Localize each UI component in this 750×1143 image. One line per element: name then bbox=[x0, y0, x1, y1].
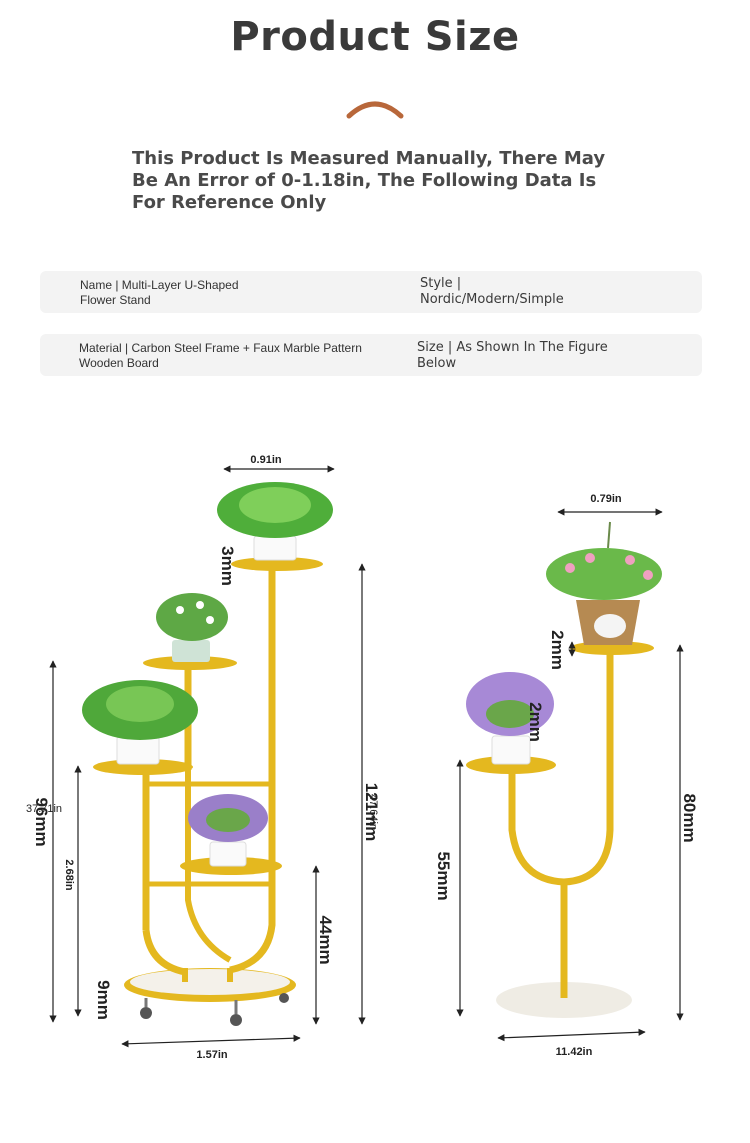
right-tray-height-label: 55mm bbox=[434, 851, 453, 900]
spec-material-label: Material | Carbon Steel Frame + Faux Mar… bbox=[79, 341, 362, 355]
right-total-height-label: 80mm bbox=[680, 793, 699, 842]
left-flower-stand bbox=[82, 482, 333, 1026]
spec-name-value: Flower Stand bbox=[80, 293, 151, 307]
spec-name: Name | Multi-Layer U-Shaped Flower Stand bbox=[80, 278, 239, 308]
right-mid-gap-label: 2mm bbox=[526, 702, 545, 742]
right-height-inches-label: 47.64in bbox=[367, 794, 379, 830]
left-base-height-label: 9mm bbox=[94, 980, 113, 1020]
spec-size-value: Below bbox=[417, 356, 457, 371]
spec-material: Material | Carbon Steel Frame + Faux Mar… bbox=[79, 341, 362, 371]
left-height-mm-label: 96mm bbox=[32, 797, 51, 846]
spec-style: Style | Nordic/Modern/Simple bbox=[420, 276, 564, 308]
spec-row-name-style: Name | Multi-Layer U-Shaped Flower Stand… bbox=[40, 271, 702, 313]
right-top-width-label: 0.79in bbox=[590, 493, 621, 505]
right-flower-stand bbox=[466, 521, 662, 1018]
decorative-arc-icon bbox=[346, 101, 404, 119]
spec-size-label: Size | As Shown In The Figure bbox=[417, 340, 608, 355]
spec-size: Size | As Shown In The Figure Below bbox=[417, 340, 608, 372]
spec-style-label: Style | bbox=[420, 276, 462, 291]
right-top-gap-label: 2mm bbox=[548, 630, 567, 670]
spec-style-value: Nordic/Modern/Simple bbox=[420, 292, 564, 307]
page-title: Product Size bbox=[230, 14, 520, 60]
left-top-gap-label: 3mm bbox=[218, 546, 237, 586]
left-top-width-label: 0.91in bbox=[250, 454, 281, 466]
left-lower-height-label: 44mm bbox=[316, 915, 335, 964]
spec-material-value: Wooden Board bbox=[79, 356, 159, 370]
left-base-width-label: 1.57in bbox=[196, 1049, 227, 1061]
spec-row-material-size: Material | Carbon Steel Frame + Faux Mar… bbox=[40, 334, 702, 376]
left-height-inches-label: 37.71in bbox=[26, 803, 62, 815]
measurement-notice: This Product Is Measured Manually, There… bbox=[132, 148, 606, 213]
left-mid-height-label: 2.68in bbox=[63, 859, 75, 890]
spec-name-label: Name | Multi-Layer U-Shaped bbox=[80, 278, 239, 292]
right-height-mm-label: 121mm bbox=[362, 783, 381, 842]
right-base-width-label: 11.42in bbox=[556, 1046, 593, 1058]
